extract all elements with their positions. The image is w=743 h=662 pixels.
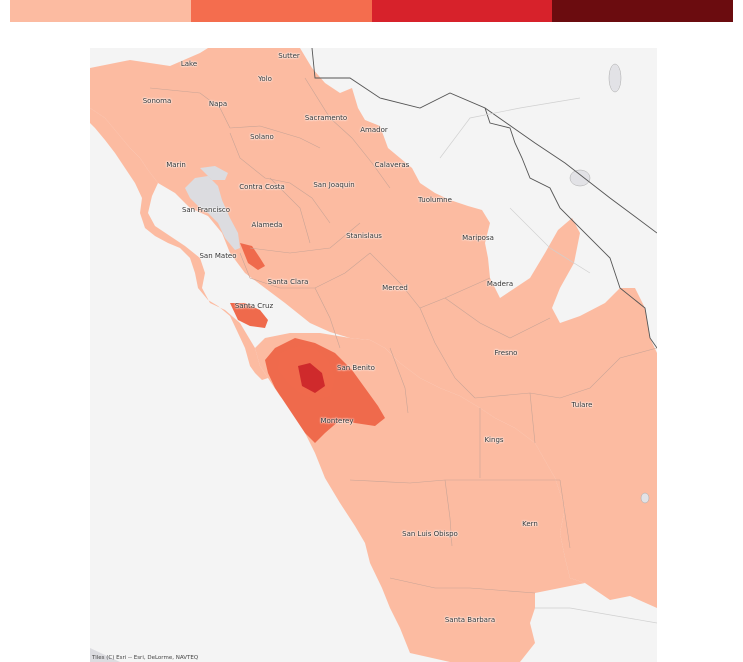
county-label-alameda: Alameda bbox=[251, 221, 283, 229]
county-label-san-joaquin: San Joaquin bbox=[313, 181, 355, 189]
county-label-yolo: Yolo bbox=[258, 75, 272, 83]
county-label-sutter: Sutter bbox=[278, 52, 300, 60]
choropleth-mid-santa-cruz bbox=[230, 303, 268, 328]
county-label-san-francisco: San Francisco bbox=[181, 206, 231, 214]
choropleth-region bbox=[90, 48, 657, 608]
legend-swatch-2 bbox=[190, 0, 372, 22]
county-label-sacramento: Sacramento bbox=[304, 114, 348, 122]
county-label-marin: Marin bbox=[166, 161, 186, 169]
county-label-santa-clara: Santa Clara bbox=[267, 278, 309, 286]
san-pablo-bay bbox=[200, 166, 228, 180]
choropleth-mid-alameda bbox=[240, 243, 265, 270]
county-label-monterey: Monterey bbox=[320, 417, 354, 425]
highways bbox=[439, 97, 657, 624]
county-label-madera: Madera bbox=[486, 280, 514, 288]
reservoir bbox=[640, 492, 650, 504]
mono-lake bbox=[569, 169, 591, 187]
state-boundary-east bbox=[484, 107, 657, 234]
county-label-san-benito: San Benito bbox=[337, 364, 375, 372]
legend-swatch-1 bbox=[10, 0, 191, 22]
san-francisco-bay bbox=[185, 176, 240, 250]
county-label-tulare: Tulare bbox=[571, 401, 593, 409]
county-label-sonoma: Sonoma bbox=[142, 97, 172, 105]
legend-swatch-4 bbox=[552, 0, 733, 22]
legend-color-bar bbox=[10, 0, 733, 22]
county-boundaries bbox=[149, 77, 657, 594]
county-label-kings: Kings bbox=[484, 436, 504, 444]
county-label-santa-barbara: Santa Barbara bbox=[444, 616, 496, 624]
county-label-mariposa: Mariposa bbox=[462, 234, 494, 242]
county-label-tuolumne: Tuolumne bbox=[418, 196, 452, 204]
county-label-santa-cruz: Santa Cruz bbox=[234, 302, 274, 310]
county-label-solano: Solano bbox=[250, 133, 274, 141]
choropleth-peak bbox=[298, 363, 325, 393]
county-label-san-mateo: San Mateo bbox=[199, 252, 237, 260]
map-canvas[interactable] bbox=[90, 48, 657, 662]
lake-tahoe bbox=[608, 63, 622, 93]
map-attribution: Tiles (C) Esri -- Esri, DeLorme, NAVTEQ bbox=[92, 655, 199, 661]
county-label-san-luis-obispo: San Luis Obispo bbox=[402, 530, 458, 538]
county-label-kern: Kern bbox=[522, 520, 538, 528]
county-label-merced: Merced bbox=[382, 284, 408, 292]
county-label-contra-costa: Contra Costa bbox=[239, 183, 285, 191]
state-boundary bbox=[311, 48, 657, 349]
county-label-amador: Amador bbox=[360, 126, 388, 134]
county-label-calaveras: Calaveras bbox=[374, 161, 410, 169]
county-label-fresno: Fresno bbox=[494, 349, 518, 357]
county-label-napa: Napa bbox=[208, 100, 228, 108]
county-label-stanislaus: Stanislaus bbox=[346, 232, 382, 240]
county-label-lake: Lake bbox=[180, 60, 198, 68]
legend-swatch-3 bbox=[371, 0, 553, 22]
choropleth-coast bbox=[90, 108, 268, 380]
